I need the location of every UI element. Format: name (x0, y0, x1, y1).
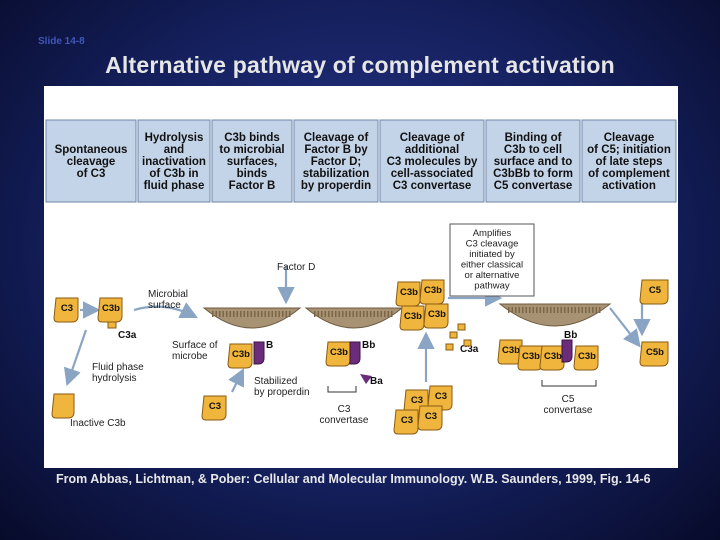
svg-text:C3b: C3b (502, 345, 520, 356)
ba-label: Ba (370, 376, 383, 387)
flow-arrows (64, 266, 651, 393)
svg-text:C3: C3 (435, 391, 447, 402)
svg-text:C3: C3 (425, 411, 437, 422)
c3-convertase-bracket (327, 386, 357, 393)
svg-text:C3b: C3b (522, 351, 540, 362)
c3a-fragment (445, 343, 454, 351)
c3b-c5conv-3: C3b (539, 345, 565, 371)
svg-text:C3b: C3b (424, 285, 442, 296)
svg-text:C3: C3 (61, 303, 73, 314)
c3a-fragment (457, 323, 466, 331)
microbe-membrane-2 (304, 307, 404, 329)
svg-text:C3b: C3b (400, 287, 418, 298)
bb-c5conv-molecule (561, 339, 573, 363)
c3b-c5conv-2: C3b (517, 345, 543, 371)
bb-c5conv-label: Bb (564, 330, 577, 341)
c3b-amplified-1: C3b (395, 281, 421, 307)
factor-b-label: B (266, 340, 273, 351)
c5-molecule: C5 (639, 279, 669, 305)
c3a-label: C3a (118, 330, 137, 341)
factor-b-molecule (253, 341, 265, 365)
svg-text:C3: C3 (401, 415, 413, 426)
c3-molecule-lower: C3 (201, 395, 227, 421)
svg-text:C3b: C3b (428, 309, 446, 320)
bb-label: Bb (362, 340, 375, 351)
slide-number: Slide 14-8 (38, 36, 85, 47)
c5-convertase-bracket (541, 380, 597, 387)
svg-text:C3: C3 (209, 401, 221, 412)
c3b-bound-molecule: C3b (227, 343, 253, 369)
microbe-membrane-1 (202, 307, 302, 329)
ba-fragment (360, 374, 372, 384)
svg-text:C3b: C3b (102, 303, 120, 314)
slide-title: Alternative pathway of complement activa… (105, 52, 615, 78)
svg-text:C3b: C3b (544, 351, 562, 362)
c5b-molecule: C5b (639, 341, 669, 367)
bb-molecule (349, 341, 361, 365)
svg-text:C5b: C5b (646, 347, 664, 358)
c3b-molecule: C3b (97, 297, 123, 323)
c3a-fragment (107, 321, 117, 329)
svg-text:C3b: C3b (232, 349, 250, 360)
inactive-c3b-molecule (51, 393, 75, 419)
c3b-amplified-2: C3b (419, 279, 445, 305)
c3b-convertase-molecule: C3b (325, 341, 351, 367)
svg-text:C3b: C3b (330, 347, 348, 358)
c3b-amplified-4: C3b (423, 303, 449, 329)
microbe-membrane-3 (498, 303, 612, 327)
svg-text:C3: C3 (411, 395, 423, 406)
c3-molecule-pool-3: C3 (393, 409, 419, 435)
c3a-fragment (449, 331, 458, 339)
factor-d-label: Factor D (277, 262, 315, 273)
c3-molecule-pool-4: C3 (417, 405, 443, 431)
svg-text:C3b: C3b (404, 311, 422, 322)
inactive-c3b-label: Inactive C3b (70, 418, 126, 429)
svg-text:C3b: C3b (578, 351, 596, 362)
figure-caption: From Abbas, Lichtman, & Pober: Cellular … (56, 472, 651, 486)
c3b-amplified-3: C3b (399, 305, 425, 331)
c3-molecule: C3 (53, 297, 79, 323)
c3a-fragment (463, 339, 472, 347)
c3b-c5conv-4: C3b (573, 345, 599, 371)
c3a-released-label: C3a (460, 344, 479, 355)
svg-text:C5: C5 (649, 285, 662, 296)
